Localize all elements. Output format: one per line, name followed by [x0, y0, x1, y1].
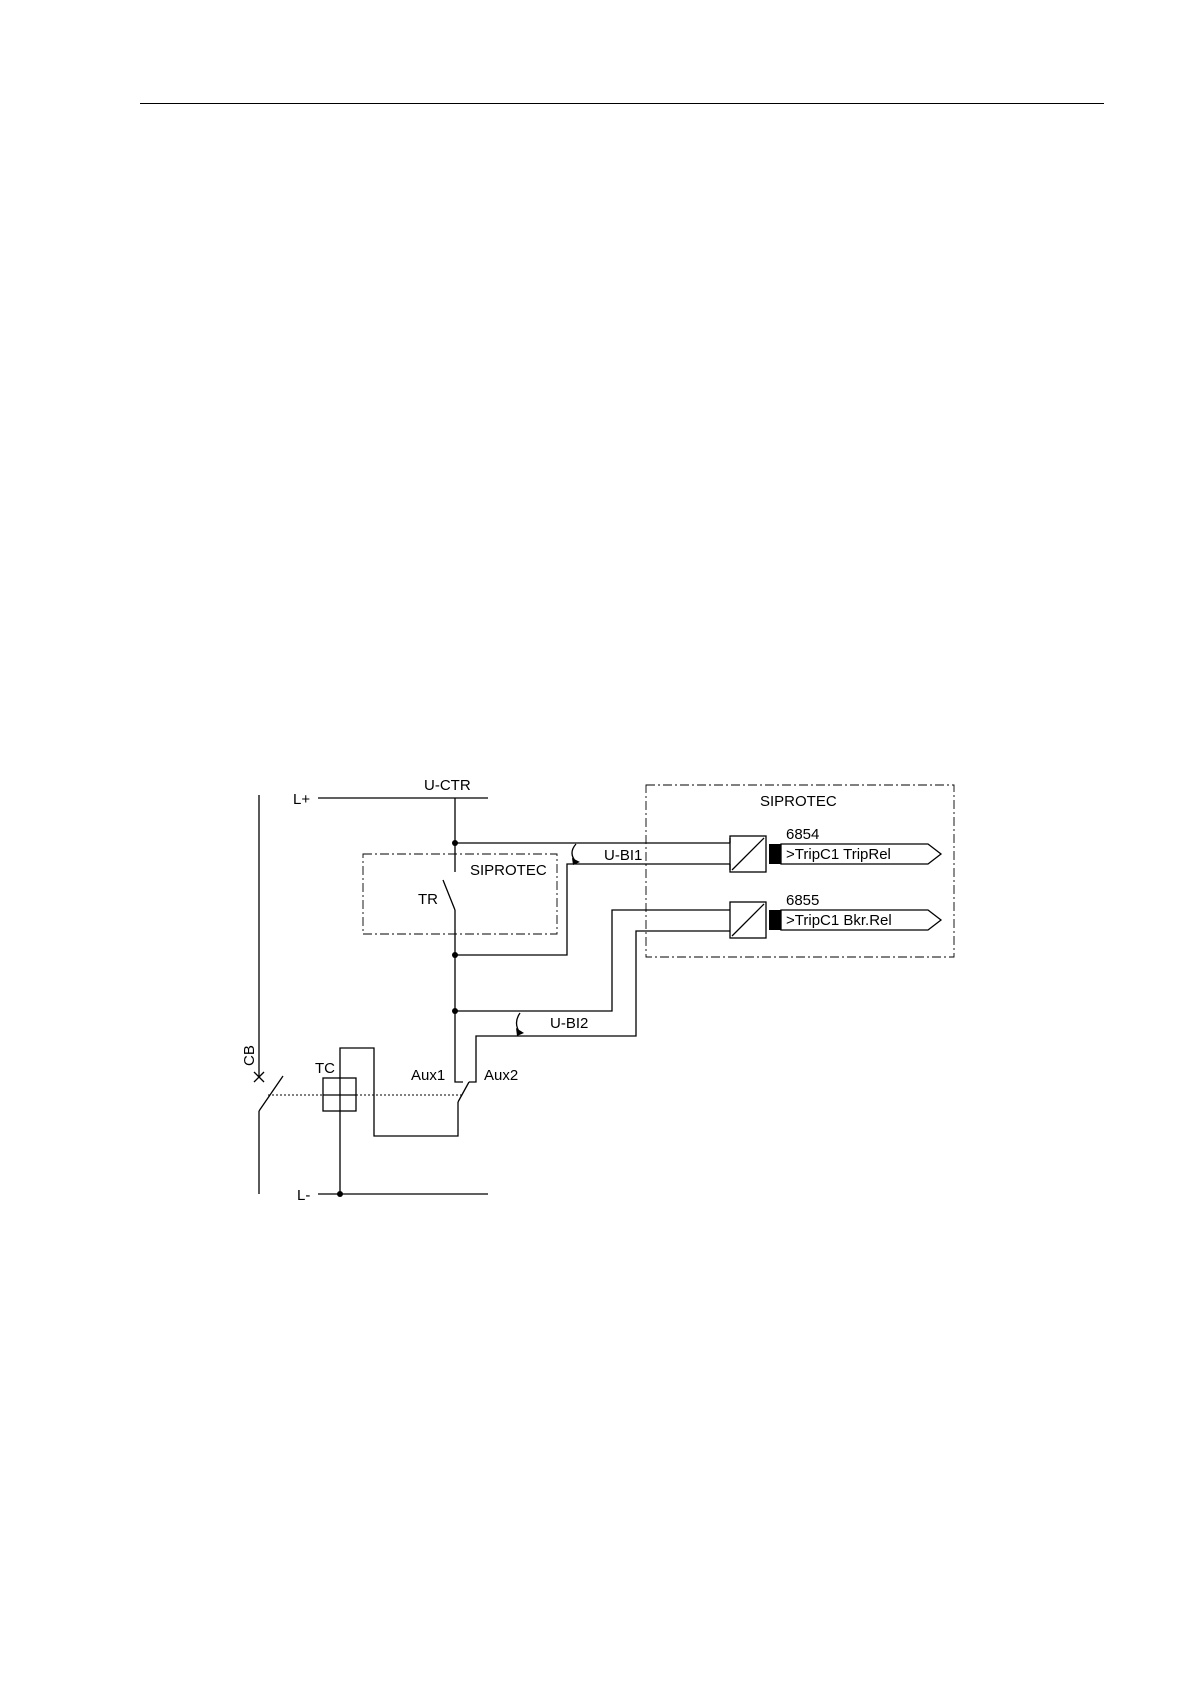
- bi2-lower-wire: [476, 931, 730, 1078]
- aux1-label: Aux1: [411, 1067, 445, 1084]
- aux2-contact: [469, 1078, 476, 1082]
- u-bi2-label: U-BI2: [550, 1015, 588, 1032]
- u-bi1-label: U-BI1: [604, 847, 642, 864]
- tc-label: TC: [315, 1060, 335, 1077]
- aux2-blade: [458, 1082, 469, 1102]
- input-signal-6854: >TripC1 TripRel: [786, 846, 891, 863]
- u-bi2-arrowhead: [516, 1028, 524, 1036]
- aux2-label: Aux2: [484, 1067, 518, 1084]
- aux1-contact: [455, 1078, 463, 1082]
- tr-contact-blade: [443, 880, 455, 910]
- binary-input-2-marker: [769, 910, 781, 930]
- binary-input-2-diag: [732, 904, 764, 936]
- bi2-upper-wire: [455, 910, 730, 1011]
- binary-input-1-marker: [769, 844, 781, 864]
- l-minus-label: L-: [297, 1187, 310, 1204]
- siprotec-device-label: SIPROTEC: [760, 793, 837, 810]
- binary-input-1-diag: [732, 838, 764, 870]
- tr-label: TR: [418, 891, 438, 908]
- input-number-6854: 6854: [786, 826, 819, 843]
- siprotec-trip-relay-label: SIPROTEC: [470, 862, 547, 879]
- u-ctr-label: U-CTR: [424, 777, 471, 794]
- cb-label: CB: [241, 1045, 258, 1066]
- input-number-6855: 6855: [786, 892, 819, 909]
- l-plus-label: L+: [293, 791, 310, 808]
- junction-dot: [337, 1191, 343, 1197]
- input-signal-6855: >TripC1 Bkr.Rel: [786, 912, 892, 929]
